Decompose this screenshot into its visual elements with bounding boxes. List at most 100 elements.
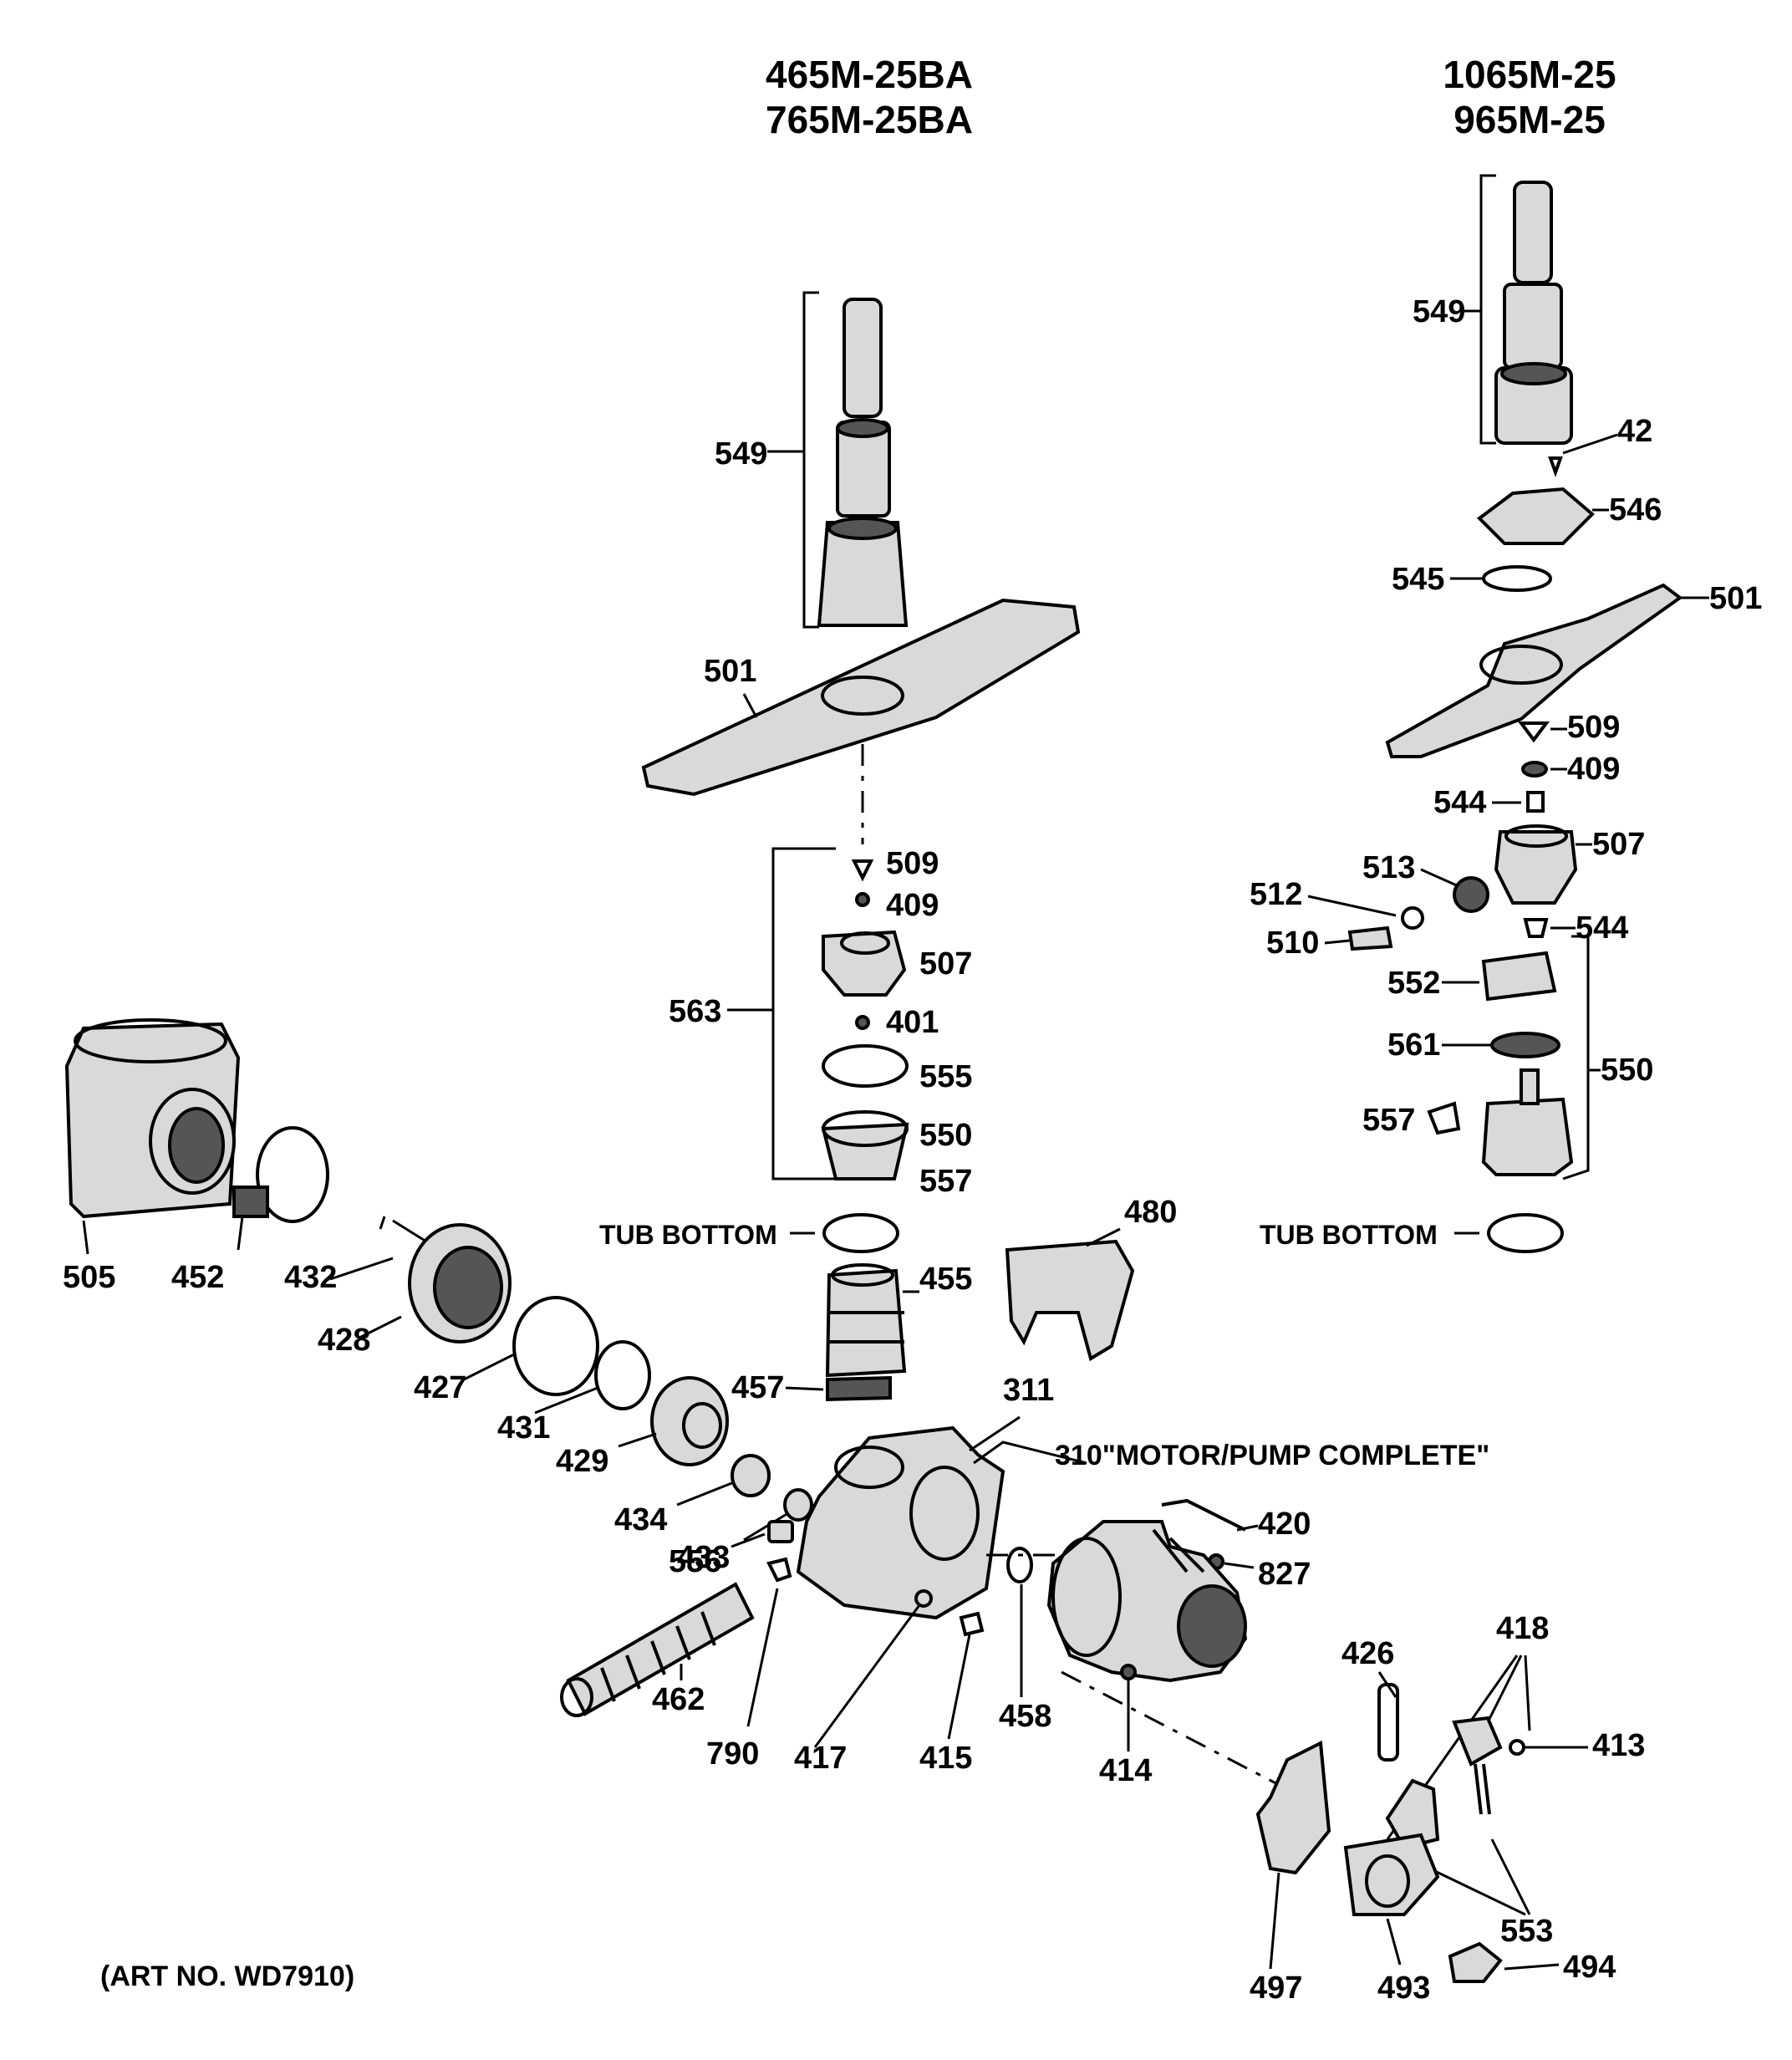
callout-827: 827 [1258,1557,1311,1592]
part-311-sump-body [796,1415,1087,1620]
callout-497: 497 [1250,1971,1302,2006]
right-tub-bottom-ring [1454,1213,1564,1253]
callout-left-555: 555 [919,1059,972,1094]
left-hub-parts [821,859,909,1180]
right-model-1: 1065M-25 [1443,53,1616,96]
part-420-wire [1161,1498,1246,1532]
part-413 [1509,1739,1588,1756]
callout-414: 414 [1099,1753,1152,1788]
callout-429: 429 [556,1444,608,1479]
part-429-impeller [618,1376,729,1466]
callout-462: 462 [652,1682,705,1717]
part-462-hose [560,1582,755,1717]
left-tub-bottom-label: TUB BOTTOM [599,1220,777,1250]
callout-left-557: 557 [919,1164,972,1199]
left-model-1: 465M-25BA [766,53,973,96]
right-spray-arm-501 [1385,583,1709,758]
callout-right-512: 512 [1250,877,1302,912]
part-414-screw [1120,1664,1137,1752]
callout-right-501: 501 [1709,581,1762,616]
callout-420: 420 [1258,1507,1311,1542]
callout-right-509: 509 [1567,710,1620,745]
callout-right-544-lower: 544 [1576,910,1628,946]
callout-428: 428 [318,1323,370,1358]
callout-right-513: 513 [1362,850,1415,885]
right-tub-bottom-label: TUB BOTTOM [1260,1220,1438,1250]
callout-452: 452 [171,1260,224,1295]
callout-458: 458 [999,1699,1051,1734]
art-number-label: (ART NO. WD7910) [100,1961,355,1992]
callout-556: 556 [669,1544,721,1579]
callout-left-501: 501 [704,654,756,689]
part-505-collector [64,1018,241,1255]
right-part-42 [1548,456,1563,478]
callout-433: 433 [677,1540,730,1575]
callout-right-552: 552 [1387,966,1440,1001]
callout-553: 553 [1500,1914,1553,1949]
part-494 [1448,1941,1560,1983]
part-428-pump-housing [359,1223,512,1344]
callout-right-550: 550 [1601,1053,1653,1088]
callout-left-480: 480 [1124,1195,1177,1230]
callout-426: 426 [1341,1636,1394,1671]
left-model-2: 765M-25BA [766,98,973,141]
callout-left-507: 507 [919,946,972,982]
callout-left-509: 509 [886,846,939,881]
callout-431: 431 [497,1410,550,1446]
motor-pump-label: 310"MOTOR/PUMP COMPLETE" [1055,1440,1489,1471]
part-452-clamp [232,1126,329,1251]
right-549-assembly [1464,174,1573,445]
callout-right-510: 510 [1266,925,1319,961]
callout-right-549: 549 [1413,294,1465,329]
part-556 [731,1520,794,1548]
part-417-washer [813,1589,933,1748]
part-426 [1377,1671,1399,1762]
callout-left-455: 455 [919,1262,972,1297]
callout-434: 434 [614,1502,667,1537]
part-434 [676,1454,771,1507]
callout-418: 418 [1496,1611,1549,1646]
callout-left-401: 401 [886,1005,939,1040]
right-model-2: 965M-25 [1453,98,1606,141]
part-553-spring-and-bracket [1385,1716,1531,1916]
callout-right-557: 557 [1362,1103,1415,1138]
part-433 [743,1488,813,1542]
callout-left-563: 563 [669,994,721,1029]
part-427-ring [463,1296,599,1396]
callout-415: 415 [919,1741,972,1776]
callout-left-549: 549 [715,436,767,472]
part-415-nut [947,1611,985,1740]
right-hub-parts [1307,722,1601,1180]
callout-413: 413 [1592,1728,1645,1763]
callout-432: 432 [284,1260,337,1295]
left-spray-arm-501 [641,598,1081,797]
left-549-assembly [767,291,909,629]
callout-311: 311 [1003,1373,1054,1408]
part-827-screw [1208,1553,1255,1570]
callout-790: 790 [706,1736,759,1772]
callout-457: 457 [731,1370,784,1405]
callout-right-546: 546 [1609,492,1662,528]
callout-right-561: 561 [1387,1027,1440,1063]
callout-right-544: 544 [1433,785,1486,820]
part-497-bracket [1255,1740,1331,1970]
callout-493: 493 [1377,1971,1430,2006]
callout-right-42: 42 [1617,414,1652,449]
left-563-bracket [727,847,836,1180]
callout-left-409: 409 [886,888,939,923]
part-432-bolt [379,1216,427,1243]
left-part-455 [825,1263,919,1378]
left-tub-bottom-ring [790,1213,899,1253]
callout-505: 505 [63,1260,115,1295]
callout-427: 427 [414,1370,466,1405]
callout-417: 417 [794,1741,847,1776]
part-493-box [1343,1833,1440,1966]
right-part-545 [1482,565,1552,592]
part-790-clip [766,1557,792,1583]
callout-right-507: 507 [1592,827,1645,862]
part-310-motor [1046,1520,1248,1683]
left-part-480 [1005,1239,1135,1362]
callout-right-545: 545 [1392,562,1444,597]
callout-494: 494 [1563,1950,1616,1985]
